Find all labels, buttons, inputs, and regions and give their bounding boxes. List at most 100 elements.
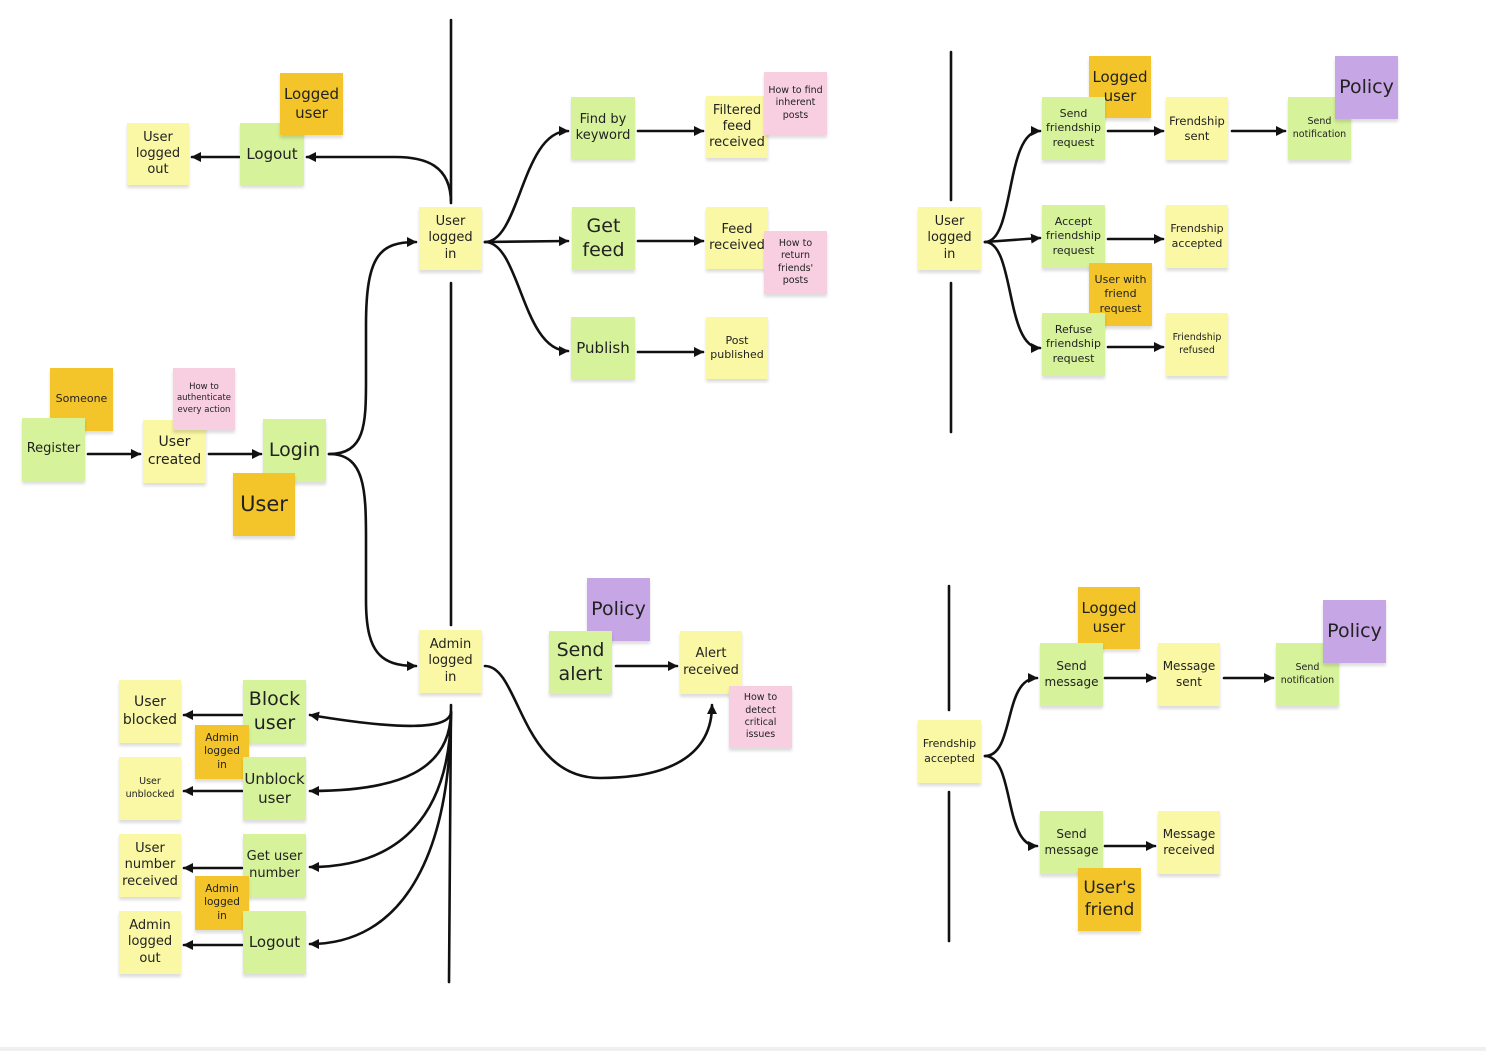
sticky-publish[interactable]: Publish	[571, 317, 635, 379]
sticky-text: Frendship accepted	[922, 737, 977, 765]
sticky-frendship-sent[interactable]: Frendship sent	[1166, 97, 1228, 160]
sticky-user-created[interactable]: User created	[143, 420, 206, 483]
sticky-message-received[interactable]: Message received	[1158, 811, 1220, 874]
sticky-text: Send notification	[1280, 662, 1335, 686]
sticky-filtered-feed-received[interactable]: Filtered feed received	[706, 96, 768, 158]
sticky-send-alert[interactable]: Send alert	[549, 631, 612, 694]
arrow-to-send-friendship-request	[983, 126, 1042, 244]
sticky-text: Admin logged in	[204, 882, 240, 922]
sticky-admin-logout[interactable]: Logout	[243, 911, 306, 974]
sticky-text: Block user	[248, 687, 301, 734]
sticky-policy-message[interactable]: Policy	[1323, 600, 1386, 663]
sticky-text: Admin logged out	[127, 918, 173, 966]
sticky-text: Send notification	[1292, 116, 1347, 140]
sticky-admin-logged-out[interactable]: Admin logged out	[119, 911, 181, 974]
sticky-text: Refuse friendship request	[1046, 323, 1101, 365]
sticky-accept-friendship-request[interactable]: Accept friendship request	[1042, 205, 1105, 268]
sticky-admin-actor-2[interactable]: Admin logged in	[195, 876, 249, 930]
sticky-user-logged-in-friendship[interactable]: User logged in	[918, 207, 981, 270]
sticky-feed-received[interactable]: Feed received	[706, 207, 768, 269]
sticky-text: Unblock user	[244, 769, 305, 807]
sticky-logged-user-actor-3[interactable]: Logged user	[1078, 587, 1140, 649]
sticky-text: Accept friendship request	[1046, 215, 1101, 257]
sticky-text: How to authenticate every action	[176, 382, 232, 415]
sticky-friendship-refused[interactable]: Friendship refused	[1166, 313, 1228, 376]
sticky-register[interactable]: Register	[22, 418, 85, 481]
sticky-login[interactable]: Login	[263, 419, 326, 482]
sticky-text: Post published	[710, 333, 764, 361]
sticky-send-friendship-request[interactable]: Send friendship request	[1042, 97, 1105, 160]
sticky-text: Frendship sent	[1169, 113, 1225, 143]
sticky-refuse-friendship-request[interactable]: Refuse friendship request	[1042, 313, 1105, 376]
sticky-users-friend-actor[interactable]: User's friend	[1078, 868, 1141, 931]
sticky-text: Logout	[248, 933, 301, 952]
sticky-text: Frendship accepted	[1170, 222, 1224, 250]
sticky-text: Logged user	[1092, 68, 1148, 105]
sticky-text: Someone	[55, 392, 108, 406]
sticky-admin-logged-in[interactable]: Admin logged in	[419, 630, 482, 693]
sticky-text: User	[240, 492, 288, 517]
sticky-text: Logout	[246, 144, 298, 163]
sticky-text: User logged out	[135, 129, 181, 178]
sticky-block-user[interactable]: Block user	[243, 680, 306, 743]
sticky-text: User created	[147, 434, 202, 468]
sticky-user-blocked[interactable]: User blocked	[119, 680, 181, 743]
sticky-text: User's friend	[1083, 878, 1136, 920]
sticky-text: Send message	[1044, 658, 1099, 689]
sticky-question-friends-posts[interactable]: How to return friends' posts	[764, 231, 827, 294]
sticky-user-number-received[interactable]: User number received	[119, 834, 181, 897]
sticky-send-notification-2[interactable]: Send notification	[1276, 643, 1339, 706]
sticky-find-by-keyword[interactable]: Find by keyword	[571, 97, 635, 159]
sticky-text: Get user number	[246, 849, 303, 881]
sticky-user-logged-out[interactable]: User logged out	[127, 123, 189, 185]
arrow-to-block-user	[308, 710, 453, 728]
sticky-text: Publish	[576, 338, 630, 357]
sticky-text: How to return friends' posts	[777, 237, 814, 286]
sticky-user-unblocked[interactable]: User unblocked	[119, 757, 181, 820]
sticky-text: Find by keyword	[575, 111, 631, 143]
sticky-question-critical-issues[interactable]: How to detect critical issues	[729, 686, 792, 748]
arrow-login-to-admin-logged-in	[327, 452, 418, 671]
sticky-text: Message sent	[1162, 658, 1216, 689]
sticky-message-sent[interactable]: Message sent	[1158, 643, 1220, 706]
arrow-to-logout	[305, 152, 453, 205]
sticky-question-authenticate[interactable]: How to authenticate every action	[173, 368, 235, 430]
sticky-post-published[interactable]: Post published	[706, 317, 768, 379]
sticky-text: Message received	[1162, 826, 1216, 857]
sticky-text: Feed received	[709, 221, 765, 253]
sticky-text: User blocked	[122, 694, 178, 728]
sticky-get-user-number[interactable]: Get user number	[243, 834, 306, 897]
sticky-user-actor[interactable]: User	[233, 473, 295, 536]
sticky-text: Policy	[1339, 75, 1394, 98]
sticky-text: Alert received	[683, 646, 739, 678]
sticky-alert-received[interactable]: Alert received	[680, 631, 742, 694]
sticky-text: User logged in	[428, 214, 473, 262]
sticky-text: Filtered feed received	[709, 102, 765, 151]
sticky-text: Admin logged in	[204, 731, 240, 771]
sticky-admin-actor-1[interactable]: Admin logged in	[195, 725, 249, 779]
sticky-send-message-2[interactable]: Send message	[1040, 811, 1103, 874]
arrow-to-refuse-friendship-request	[983, 240, 1042, 353]
sticky-text: Login	[268, 438, 321, 461]
sticky-send-message-1[interactable]: Send message	[1040, 643, 1103, 706]
sticky-text: How to find inherent posts	[768, 84, 823, 121]
sticky-policy-alert[interactable]: Policy	[587, 578, 650, 641]
sticky-get-feed[interactable]: Get feed	[572, 207, 635, 270]
sticky-logged-user-actor[interactable]: Logged user	[280, 73, 343, 135]
sticky-text: User unblocked	[125, 776, 175, 800]
sticky-text: Friendship refused	[1172, 332, 1222, 356]
sticky-frendship-accepted[interactable]: Frendship accepted	[1166, 205, 1228, 268]
sticky-policy-friendship[interactable]: Policy	[1335, 56, 1398, 119]
arrow-to-get-user-number	[308, 710, 453, 872]
sticky-question-inherent-posts[interactable]: How to find inherent posts	[764, 72, 827, 135]
sticky-user-logged-in[interactable]: User logged in	[419, 207, 482, 270]
sticky-text: Admin logged in	[428, 637, 473, 685]
sticky-text: Send friendship request	[1046, 107, 1101, 149]
sticky-text: How to detect critical issues	[743, 692, 778, 741]
board-bottom-edge	[0, 1047, 1486, 1051]
arrow-login-to-user-logged-in	[327, 237, 418, 456]
sticky-unblock-user[interactable]: Unblock user	[243, 757, 306, 820]
arrow-to-publish	[483, 240, 570, 356]
arrow-to-unblock-user	[308, 710, 453, 796]
sticky-frendship-accepted-trigger[interactable]: Frendship accepted	[918, 720, 981, 783]
